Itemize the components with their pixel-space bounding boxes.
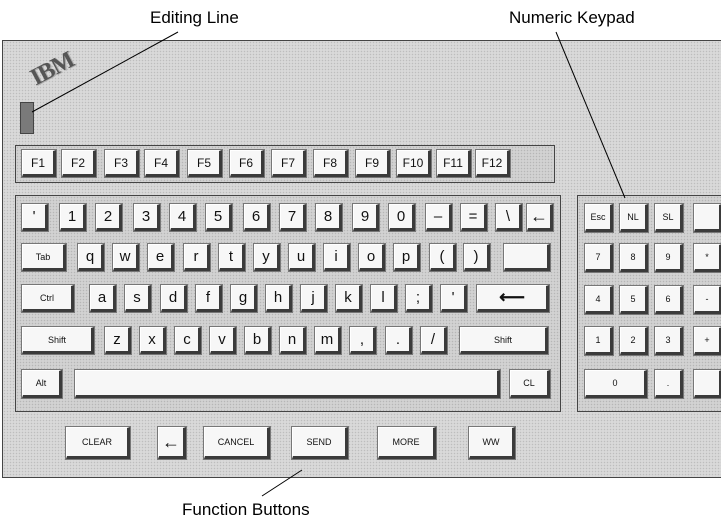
key-shift_row-blank-10[interactable]: / bbox=[421, 327, 447, 354]
function-buttons-callout: Function Buttons bbox=[182, 500, 310, 519]
key-f6[interactable]: F6 bbox=[230, 150, 264, 177]
key-f10[interactable]: F10 bbox=[397, 150, 431, 177]
key-qwerty_row-p[interactable]: p bbox=[394, 244, 420, 271]
key-home_row-d[interactable]: d bbox=[161, 285, 187, 312]
key-number_row-4[interactable]: 4 bbox=[170, 204, 196, 231]
key-home_row-ctrl[interactable]: Ctrl bbox=[22, 285, 74, 312]
key-spacebar[interactable] bbox=[75, 370, 500, 398]
key-number_row-7[interactable]: 7 bbox=[280, 204, 306, 231]
key-number_row-8[interactable]: 8 bbox=[316, 204, 342, 231]
key-number_row-0[interactable]: 0 bbox=[389, 204, 415, 231]
key-right-shift[interactable]: Shift bbox=[460, 327, 548, 354]
keypad-blank[interactable] bbox=[694, 370, 721, 398]
key-home_row-j[interactable]: j bbox=[301, 285, 327, 312]
key-number_row-blank-12[interactable]: = bbox=[461, 204, 487, 231]
keypad-7[interactable]: 7 bbox=[585, 244, 613, 272]
key-shift_row-b[interactable]: b bbox=[245, 327, 271, 354]
key-qwerty_row-blank-12[interactable]: ) bbox=[464, 244, 490, 271]
keypad-blank-3-3[interactable]: + bbox=[694, 327, 721, 355]
key-home_row-g[interactable]: g bbox=[231, 285, 257, 312]
key-qwerty_row-w[interactable]: w bbox=[113, 244, 139, 271]
key-f1[interactable]: F1 bbox=[22, 150, 56, 177]
keypad-nl[interactable]: NL bbox=[620, 204, 648, 232]
keypad-blank-1-3[interactable]: * bbox=[694, 244, 721, 272]
key-number_row-9[interactable]: 9 bbox=[353, 204, 379, 231]
ww-button[interactable]: WW bbox=[469, 427, 515, 459]
keypad-0[interactable]: 0 bbox=[585, 370, 647, 398]
key-f4[interactable]: F4 bbox=[145, 150, 179, 177]
key-number_row-6[interactable]: 6 bbox=[244, 204, 270, 231]
key-shift_row-blank-8[interactable]: , bbox=[350, 327, 376, 354]
key-enter[interactable]: ⟵ bbox=[477, 285, 549, 312]
keypad-4[interactable]: 4 bbox=[585, 286, 613, 314]
key-number_row-blank-13[interactable]: \ bbox=[496, 204, 522, 231]
keypad-blank-0-3[interactable] bbox=[694, 204, 721, 232]
key-f5[interactable]: F5 bbox=[188, 150, 222, 177]
key-number_row-1[interactable]: 1 bbox=[60, 204, 86, 231]
key-f9[interactable]: F9 bbox=[356, 150, 390, 177]
key-qwerty_row-blank-11[interactable]: ( bbox=[430, 244, 456, 271]
keypad-6[interactable]: 6 bbox=[655, 286, 683, 314]
key-qwerty_row-y[interactable]: y bbox=[254, 244, 280, 271]
key-home_row-blank-11[interactable]: ' bbox=[441, 285, 467, 312]
editing-line-indicator bbox=[20, 102, 34, 134]
key-shift_row-blank-9[interactable]: . bbox=[386, 327, 412, 354]
key-number_row-3[interactable]: 3 bbox=[134, 204, 160, 231]
key-number_row-2[interactable]: 2 bbox=[96, 204, 122, 231]
key-alt[interactable]: Alt bbox=[22, 370, 62, 398]
key-qwerty_row-r[interactable]: r bbox=[184, 244, 210, 271]
back-arrow-button[interactable]: ← bbox=[158, 427, 186, 459]
key-f12[interactable]: F12 bbox=[476, 150, 510, 177]
key-home_row-l[interactable]: l bbox=[371, 285, 397, 312]
numeric-keypad-callout: Numeric Keypad bbox=[509, 8, 635, 27]
key-qwerty_row-q[interactable]: q bbox=[78, 244, 104, 271]
key-qwerty_row-t[interactable]: t bbox=[219, 244, 245, 271]
key-number_row-blank-11[interactable]: – bbox=[426, 204, 452, 231]
clear-button[interactable]: CLEAR bbox=[66, 427, 130, 459]
key-qwerty_row-u[interactable]: u bbox=[289, 244, 315, 271]
keypad-5[interactable]: 5 bbox=[620, 286, 648, 314]
key-home_row-h[interactable]: h bbox=[266, 285, 292, 312]
key-home_row-f[interactable]: f bbox=[196, 285, 222, 312]
more-button[interactable]: MORE bbox=[378, 427, 436, 459]
key-f8[interactable]: F8 bbox=[314, 150, 348, 177]
key-left-shift[interactable]: Shift bbox=[22, 327, 94, 354]
keypad-2[interactable]: 2 bbox=[620, 327, 648, 355]
key-f11[interactable]: F11 bbox=[437, 150, 471, 177]
key-home_row-blank-10[interactable]: ; bbox=[406, 285, 432, 312]
send-button[interactable]: SEND bbox=[292, 427, 348, 459]
keypad-1[interactable]: 1 bbox=[585, 327, 613, 355]
keypad-3[interactable]: 3 bbox=[655, 327, 683, 355]
key-shift_row-n[interactable]: n bbox=[280, 327, 306, 354]
key-home_row-a[interactable]: a bbox=[90, 285, 116, 312]
key-shift_row-m[interactable]: m bbox=[315, 327, 341, 354]
keypad-esc[interactable]: Esc bbox=[585, 204, 613, 232]
key-home_row-s[interactable]: s bbox=[125, 285, 151, 312]
key-shift_row-c[interactable]: c bbox=[175, 327, 201, 354]
key-shift_row-z[interactable]: z bbox=[105, 327, 131, 354]
cancel-button[interactable]: CANCEL bbox=[204, 427, 270, 459]
key-f7[interactable]: F7 bbox=[272, 150, 306, 177]
key-qwerty_row-tab[interactable]: Tab bbox=[22, 244, 66, 271]
key-home_row-k[interactable]: k bbox=[336, 285, 362, 312]
keypad-9[interactable]: 9 bbox=[655, 244, 683, 272]
keypad-period[interactable]: . bbox=[655, 370, 683, 398]
key-shift_row-x[interactable]: x bbox=[140, 327, 166, 354]
keypad-blank-2-3[interactable]: - bbox=[694, 286, 721, 314]
keypad-sl[interactable]: SL bbox=[655, 204, 683, 232]
key-blank-qwerty-end[interactable] bbox=[504, 244, 550, 271]
key-qwerty_row-i[interactable]: i bbox=[324, 244, 350, 271]
key-f3[interactable]: F3 bbox=[105, 150, 139, 177]
key-cl[interactable]: CL bbox=[510, 370, 550, 398]
key-shift_row-v[interactable]: v bbox=[210, 327, 236, 354]
keypad-8[interactable]: 8 bbox=[620, 244, 648, 272]
editing-line-callout: Editing Line bbox=[150, 8, 239, 27]
key-number_row-blank-0[interactable]: ' bbox=[22, 204, 48, 231]
key-backspace-arrow[interactable]: ← bbox=[527, 204, 553, 231]
key-f2[interactable]: F2 bbox=[62, 150, 96, 177]
key-qwerty_row-e[interactable]: e bbox=[148, 244, 174, 271]
key-qwerty_row-o[interactable]: o bbox=[359, 244, 385, 271]
key-number_row-5[interactable]: 5 bbox=[206, 204, 232, 231]
